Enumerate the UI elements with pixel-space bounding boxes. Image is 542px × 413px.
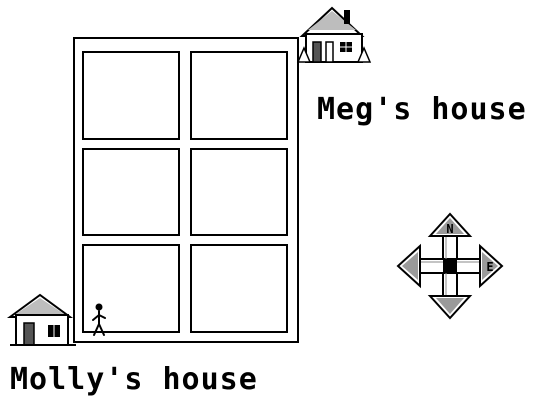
meg-house-icon — [298, 8, 370, 62]
compass-letter-e: E — [486, 260, 493, 274]
city-block — [83, 52, 179, 139]
street-grid — [74, 38, 298, 342]
grid-outer-border — [74, 38, 298, 342]
meg-house-label: Meg's house — [317, 92, 527, 127]
city-block — [83, 149, 179, 235]
compass-rose-icon: N E — [398, 214, 502, 318]
city-block — [83, 245, 179, 332]
molly-house-icon — [10, 295, 76, 345]
city-block — [191, 245, 287, 332]
city-block — [191, 52, 287, 139]
molly-house-label: Molly's house — [10, 362, 258, 397]
city-block — [191, 149, 287, 235]
compass-letter-n: N — [446, 222, 453, 236]
person-icon — [93, 304, 105, 336]
